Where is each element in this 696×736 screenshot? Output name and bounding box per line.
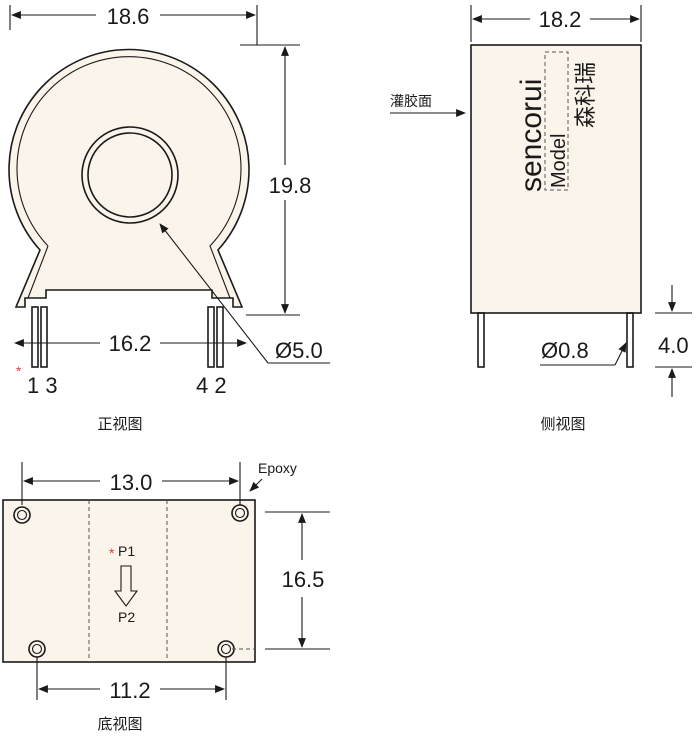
side-pin-right [626,312,634,368]
front-pin-2 [216,306,224,368]
front-pin-1 [31,306,39,368]
pad-top-left-inner [16,509,28,521]
current-direction-arrow [113,565,139,607]
front-view: 18.6 19.8 16.2 Ø5.0 * 1 3 4 2 正视图 [8,4,330,433]
model-label: Model [548,134,570,188]
front-pin-4 [207,306,215,368]
side-width-dim: 18.2 [539,7,582,32]
front-width-dim: 18.6 [107,4,150,29]
pad-top-left [13,506,31,524]
pin-dia-dim: Ø0.8 [541,338,589,363]
brand-cn-text: 森科瑞 [574,62,599,128]
front-view-caption: 正视图 [97,415,142,433]
bottom-view: * P1 P2 13.0 Epoxy 16.5 11.2 底视图 [2,460,330,733]
front-span-dim: 16.2 [109,331,152,356]
front-body-outline [8,48,250,308]
bottom-width-dim: 13.0 [110,470,153,495]
front-hole-dim: Ø5.0 [275,338,323,363]
pins-left-label: 1 3 [27,373,58,398]
side-view: 18.2 灌胶面 sencorui Model 森科瑞 Ø0.8 4.0 侧视图 [390,5,692,433]
p2-label: P2 [118,609,135,625]
center-hole-outer [81,126,179,224]
pad-bottom-right-inner [220,643,232,655]
brand-block: sencorui Model 森科瑞 [515,62,599,192]
center-hole-inner [87,132,173,218]
brand-text: sencorui [515,79,548,192]
front-height-dim: 19.8 [269,173,312,198]
bottom-view-caption: 底视图 [97,715,142,733]
p1-label: P1 [118,543,135,559]
pin-len-dim: 4.0 [658,333,689,358]
pin-dia-leader-d [614,342,627,366]
hole-leader-d [159,223,269,364]
epoxy-arrow [249,478,263,492]
side-body [470,44,642,314]
side-pin-left [477,312,485,368]
bottom-body [2,499,256,663]
bottom-span-dim: 11.2 [109,678,150,703]
pad-bottom-left-inner [31,643,43,655]
side-view-caption: 侧视图 [540,415,585,433]
front-body-inner-outline [16,56,242,299]
pad-top-right-inner [234,507,246,519]
p1-mark: * [109,545,115,561]
model-box [544,51,569,191]
bottom-height-dim: 16.5 [282,567,325,592]
front-pin-3 [40,306,48,368]
pin1-mark: * [16,363,22,379]
pins-right-label: 4 2 [196,373,227,398]
epoxy-label: Epoxy [258,460,297,476]
potting-face-label: 灌胶面 [390,93,432,109]
